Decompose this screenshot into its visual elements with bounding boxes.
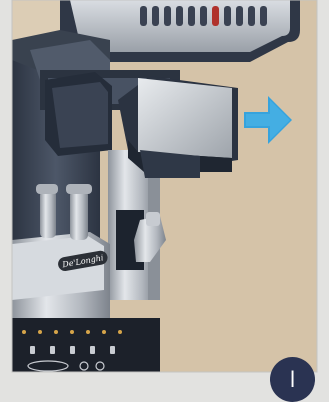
drip-tray bbox=[118, 76, 238, 178]
step-badge: l bbox=[270, 357, 315, 402]
tray-housing bbox=[45, 72, 112, 156]
control-panel bbox=[12, 318, 160, 372]
step-label: l bbox=[290, 370, 296, 391]
